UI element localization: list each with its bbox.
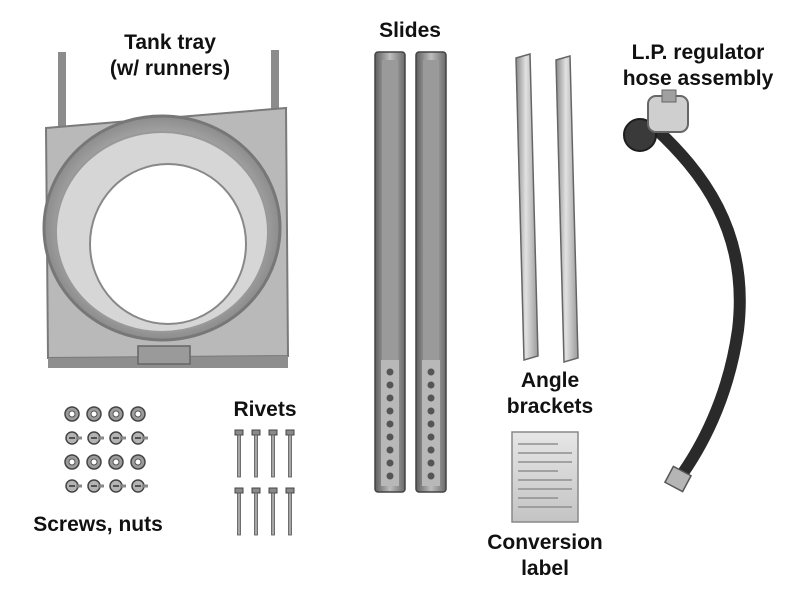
conversion-label-line-2: label bbox=[521, 557, 569, 580]
nut-icon bbox=[130, 406, 146, 422]
screw-icon bbox=[109, 431, 126, 445]
nut-icon bbox=[108, 406, 124, 422]
slide-hole bbox=[427, 472, 435, 480]
screw-icon bbox=[131, 431, 148, 445]
slides-label: Slides bbox=[355, 18, 465, 44]
slide-hole bbox=[427, 407, 435, 415]
nut-icon bbox=[64, 406, 80, 422]
conversion-label-sheet bbox=[511, 431, 579, 523]
slide-hole bbox=[386, 407, 394, 415]
slide-holes bbox=[386, 368, 435, 480]
slide-hole bbox=[386, 420, 394, 428]
slide-hole bbox=[386, 472, 394, 480]
nut-icon bbox=[86, 454, 102, 470]
rivet-icon bbox=[268, 429, 278, 478]
slides-label-text: Slides bbox=[379, 19, 441, 42]
rivet-icon bbox=[285, 487, 295, 536]
angle-brackets-label-line-2: brackets bbox=[506, 395, 594, 418]
slide-hole bbox=[386, 459, 394, 467]
rivets-label-text: Rivets bbox=[233, 398, 297, 421]
tank-tray-label-line-1: Tank tray bbox=[124, 31, 216, 54]
screws-nuts-label: Screws, nuts bbox=[18, 512, 178, 538]
rivet-icon bbox=[234, 429, 244, 478]
rivet-icon bbox=[251, 487, 261, 536]
slide-hole bbox=[427, 433, 435, 441]
angle-brackets-label-line-1: Angle bbox=[520, 369, 580, 392]
screw-icon bbox=[87, 479, 104, 493]
slide-hole bbox=[386, 446, 394, 454]
angle-brackets bbox=[515, 53, 579, 363]
slide-hole bbox=[386, 368, 394, 376]
tank-tray bbox=[42, 50, 290, 368]
slides bbox=[374, 51, 447, 493]
slide-hole bbox=[427, 381, 435, 389]
conversion-label-line-1: Conversion bbox=[487, 531, 603, 554]
rivets bbox=[234, 429, 295, 536]
angle-brackets-label: Angle brackets bbox=[490, 368, 610, 420]
screws-nuts-label-text: Screws, nuts bbox=[33, 513, 163, 536]
screw-icon bbox=[131, 479, 148, 493]
screw-icon bbox=[109, 479, 126, 493]
slide-hole bbox=[386, 394, 394, 402]
nut-icon bbox=[130, 454, 146, 470]
nut-icon bbox=[86, 406, 102, 422]
screw-icon bbox=[65, 479, 82, 493]
screws-nuts bbox=[64, 406, 148, 493]
slide-right bbox=[415, 51, 447, 493]
nut-icon bbox=[108, 454, 124, 470]
tank-tray-label: Tank tray (w/ runners) bbox=[70, 30, 270, 82]
regulator-label-line-2: hose assembly bbox=[622, 67, 774, 90]
regulator-label-line-1: L.P. regulator bbox=[631, 41, 765, 64]
regulator-label: L.P. regulator hose assembly bbox=[598, 40, 798, 92]
rivet-icon bbox=[234, 487, 244, 536]
rivet-icon bbox=[251, 429, 261, 478]
screw-icon bbox=[65, 431, 82, 445]
slide-hole bbox=[427, 420, 435, 428]
regulator-hose-assembly bbox=[623, 89, 746, 493]
slide-hole bbox=[427, 446, 435, 454]
slide-hole bbox=[427, 368, 435, 376]
rivets-label: Rivets bbox=[220, 397, 310, 423]
conversion-label-caption: Conversion label bbox=[470, 530, 620, 582]
nut-icon bbox=[64, 454, 80, 470]
slide-hole bbox=[386, 433, 394, 441]
rivet-icon bbox=[285, 429, 295, 478]
slide-hole bbox=[386, 381, 394, 389]
slide-hole bbox=[427, 459, 435, 467]
tank-tray-label-line-2: (w/ runners) bbox=[109, 57, 231, 80]
slide-hole bbox=[427, 394, 435, 402]
rivet-icon bbox=[268, 487, 278, 536]
screw-icon bbox=[87, 431, 104, 445]
